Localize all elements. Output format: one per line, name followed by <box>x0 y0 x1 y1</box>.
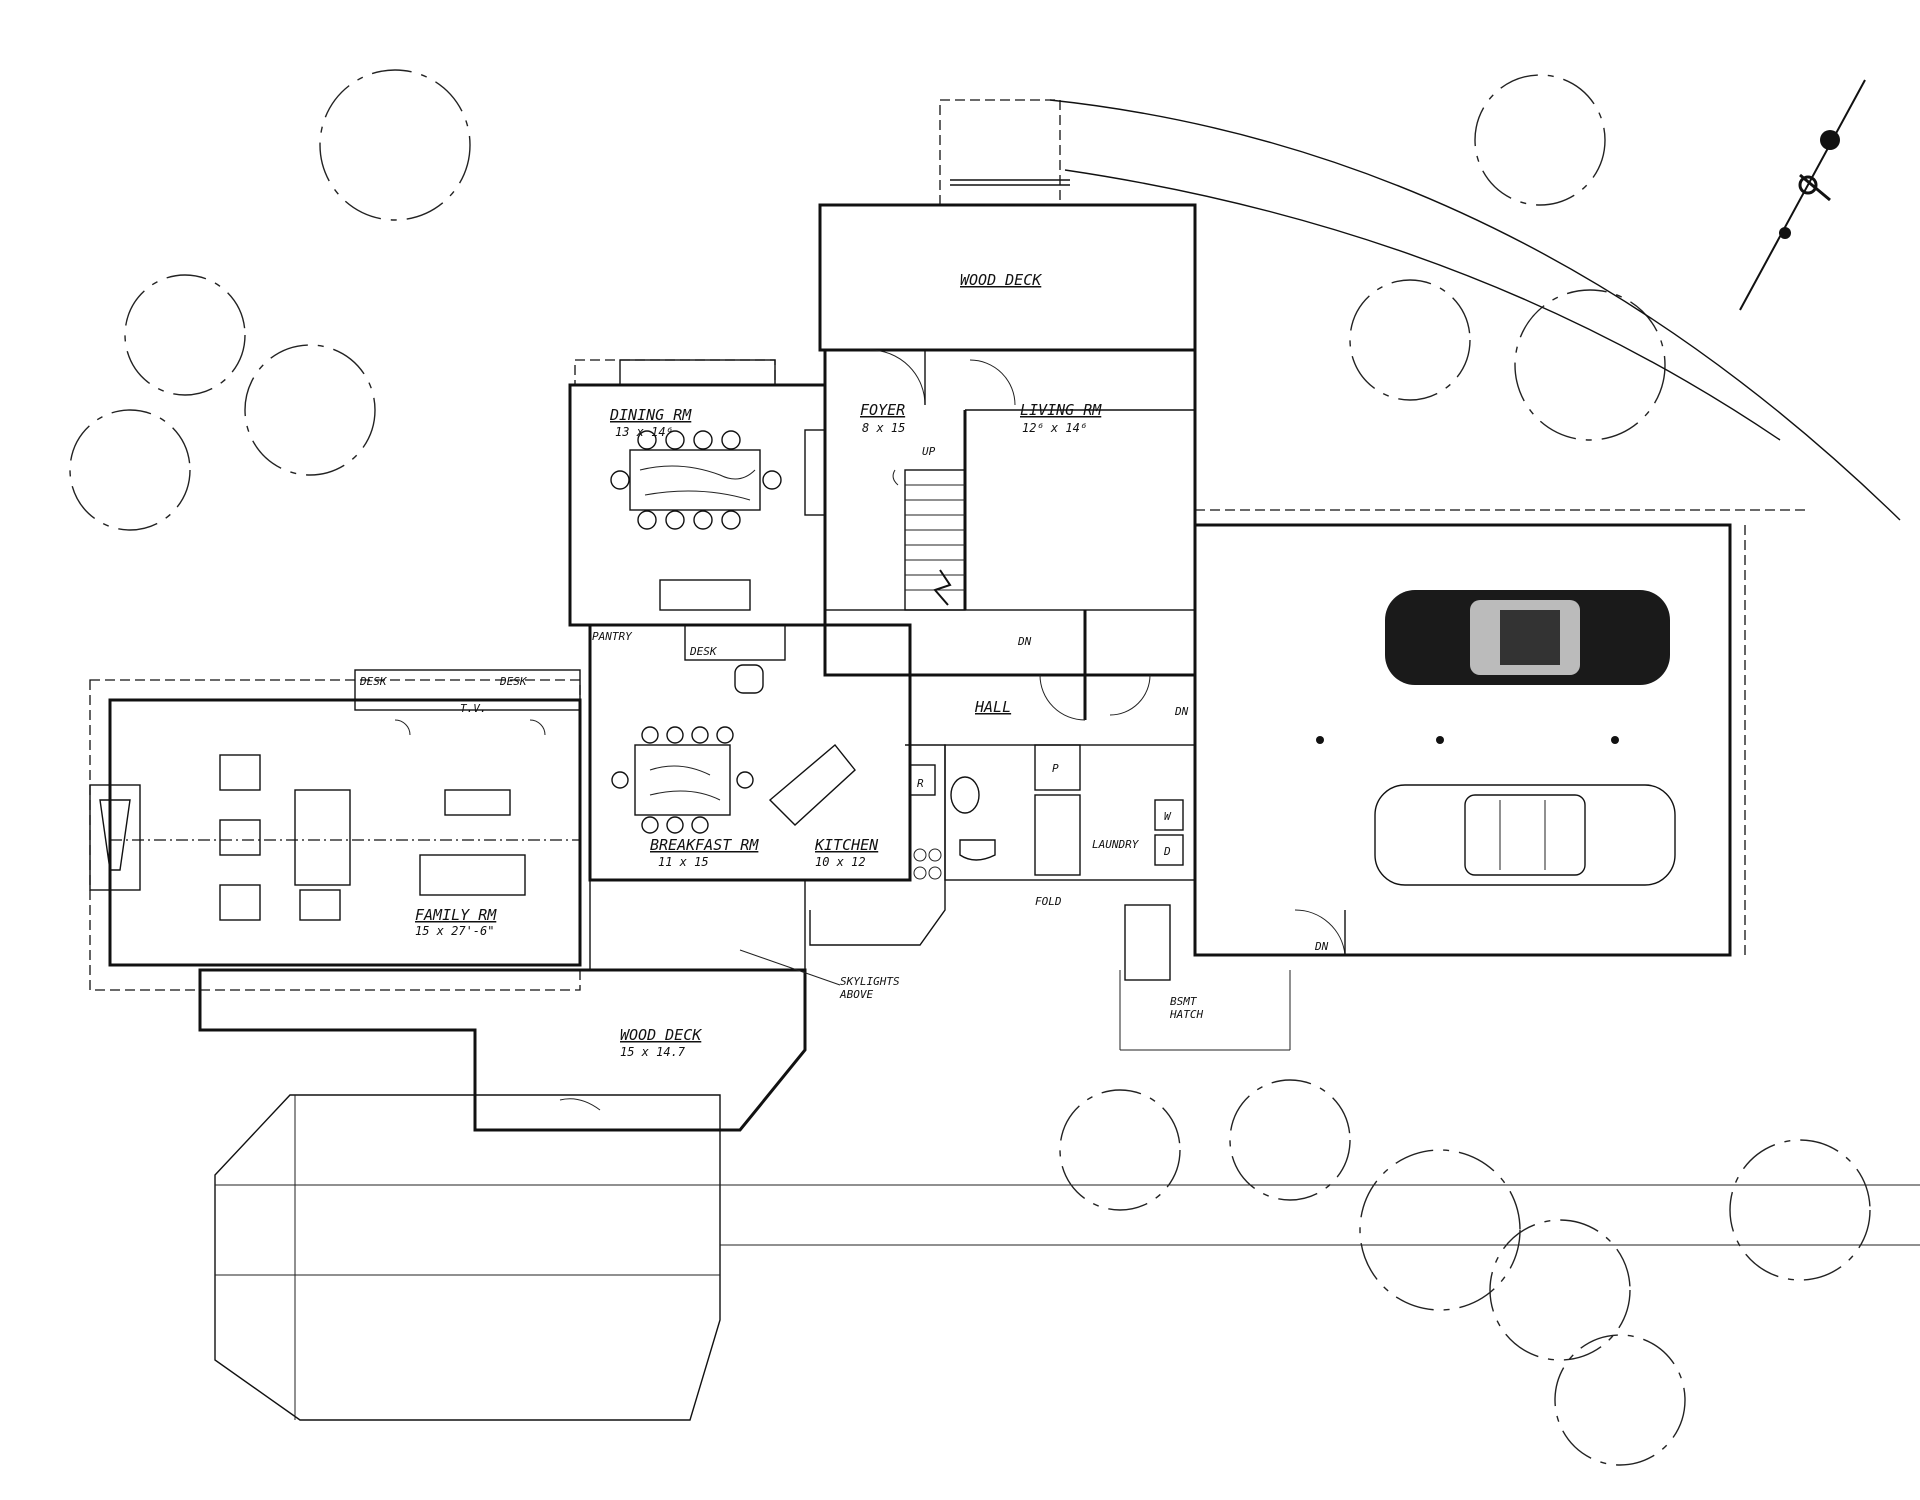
wood-deck-top-label: WOOD DECK <box>960 271 1042 289</box>
driveway-edge <box>1064 169 1781 441</box>
hall-label: HALL <box>974 698 1011 716</box>
breakfast-room-label: BREAKFAST RM <box>650 836 759 854</box>
dining-table <box>610 429 826 611</box>
foyer-dim: 8 x 15 <box>862 421 905 435</box>
fridge-label: R <box>917 777 924 790</box>
fireplace-icon <box>89 784 141 891</box>
wood-deck-bottom <box>198 879 807 1132</box>
pantry-label: PANTRY <box>592 630 633 643</box>
washer-label: W <box>1164 810 1172 823</box>
skylights-label: SKYLIGHTS <box>840 975 900 988</box>
desk-left-label: DESK <box>359 675 388 688</box>
kitchen-island <box>768 744 856 826</box>
dryer-label: D <box>1163 845 1171 858</box>
family-room-label: FAMILY RM <box>415 906 497 924</box>
stairs <box>892 469 966 611</box>
stair-dn-label: DN <box>1017 635 1032 648</box>
dining-room-dim: 13 x 14⁶ <box>615 425 673 439</box>
hall-dn-label: DN <box>1174 705 1189 718</box>
kitchen-counters: R <box>809 744 946 946</box>
stair-up-label: UP <box>922 445 936 458</box>
breakfast-table <box>611 726 754 834</box>
above-label: ABOVE <box>839 988 873 1001</box>
north-arrow-icon <box>1739 79 1866 311</box>
kitchen-desk-label: DESK <box>689 645 718 658</box>
family-room-dim: 15 x 27'-6" <box>415 924 494 938</box>
dining-room-label: DINING RM <box>609 406 692 424</box>
road <box>214 1094 1920 1421</box>
bsmt-label: BSMT <box>1170 995 1198 1008</box>
car-icon <box>1385 590 1670 685</box>
wood-deck-bottom-dim: 15 x 14.7 <box>620 1045 686 1059</box>
tree-icon <box>69 69 1871 1466</box>
tv-label: T.V. <box>460 702 487 715</box>
car-icon <box>1374 784 1676 886</box>
wood-deck-top: WOOD DECK <box>818 99 1197 352</box>
basement-hatch <box>1124 904 1171 981</box>
living-room-label: LIVING RM <box>1020 401 1102 419</box>
kitchen-dim: 10 x 12 <box>815 855 866 869</box>
family-room-walls <box>108 698 582 967</box>
wood-deck-bottom-label: WOOD DECK <box>620 1026 702 1044</box>
garage <box>1193 509 1810 960</box>
hatch-label: HATCH <box>1169 1008 1203 1021</box>
breakfast-room-dim: 11 x 15 <box>658 855 709 869</box>
laundry-label: LAUNDRY <box>1092 838 1140 851</box>
dining-room-walls <box>568 383 827 627</box>
desk-right-label: DESK <box>499 675 528 688</box>
laundry-block: P W D LAUNDRY <box>944 744 1196 881</box>
driveway-edge <box>1049 99 1901 521</box>
living-room-dim: 12⁶ x 14⁶ <box>1022 421 1087 435</box>
foyer-label: FOYER <box>860 401 905 419</box>
fold-label: FOLD <box>1035 895 1062 908</box>
family-room-furniture <box>110 719 580 921</box>
pantry-p-label: P <box>1052 762 1059 775</box>
kitchen-label: KITCHEN <box>814 836 879 854</box>
garage-dn-label: DN <box>1314 940 1329 953</box>
